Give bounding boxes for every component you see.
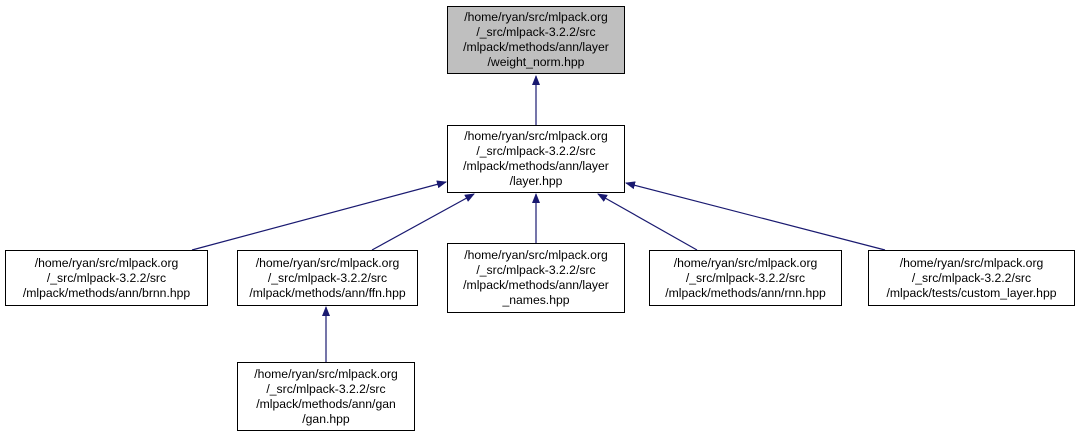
file-path-line: /home/ryan/src/mlpack.org bbox=[34, 255, 179, 270]
file-path-line: /home/ryan/src/mlpack.org bbox=[899, 255, 1044, 270]
file-path-line: /mlpack/methods/ann/ffn.hpp bbox=[249, 285, 406, 300]
file-node-rnn[interactable]: /home/ryan/src/mlpack.org/_src/mlpack-3.… bbox=[649, 250, 842, 306]
file-path-line: /weight_norm.hpp bbox=[487, 55, 585, 69]
file-path-line: _names.hpp bbox=[502, 293, 570, 307]
file-path-line: /_src/mlpack-3.2.2/src bbox=[476, 263, 596, 277]
file-path-line: /mlpack/methods/ann/layer bbox=[463, 159, 609, 173]
file-path-line: /home/ryan/src/mlpack.org bbox=[464, 10, 608, 24]
file-path-line: /home/ryan/src/mlpack.org bbox=[464, 129, 608, 143]
file-path-line: /_src/mlpack-3.2.2/src bbox=[476, 25, 596, 39]
include-edge-custom-layer-to-layer bbox=[625, 181, 886, 251]
file-path-line: /_src/mlpack-3.2.2/src bbox=[685, 270, 806, 285]
file-path-line: /_src/mlpack-3.2.2/src bbox=[911, 270, 1032, 285]
file-path-line: /_src/mlpack-3.2.2/src bbox=[46, 270, 167, 285]
file-node-ffn[interactable]: /home/ryan/src/mlpack.org/_src/mlpack-3.… bbox=[237, 250, 418, 306]
file-path-line: /mlpack/methods/ann/brnn.hpp bbox=[22, 285, 191, 300]
file-node-custom-layer[interactable]: /home/ryan/src/mlpack.org/_src/mlpack-3.… bbox=[868, 250, 1075, 306]
file-path-line: /_src/mlpack-3.2.2/src bbox=[476, 144, 596, 158]
file-node-gan[interactable]: /home/ryan/src/mlpack.org/_src/mlpack-3.… bbox=[237, 362, 415, 431]
file-node-layer-names[interactable]: /home/ryan/src/mlpack.org/_src/mlpack-3.… bbox=[447, 243, 625, 313]
include-edge-rnn-to-layer bbox=[597, 193, 698, 251]
file-path-line: /mlpack/methods/ann/layer bbox=[463, 40, 609, 54]
file-path-line: /home/ryan/src/mlpack.org bbox=[464, 248, 608, 262]
file-node-weight-norm[interactable]: /home/ryan/src/mlpack.org/_src/mlpack-3.… bbox=[447, 6, 625, 74]
file-node-brnn[interactable]: /home/ryan/src/mlpack.org/_src/mlpack-3.… bbox=[5, 250, 208, 306]
file-path-line: /home/ryan/src/mlpack.org bbox=[255, 255, 400, 270]
file-path-line: /mlpack/methods/ann/gan bbox=[256, 396, 396, 411]
file-path-line: /layer.hpp bbox=[509, 174, 563, 188]
include-edge-brnn-to-layer bbox=[191, 180, 447, 251]
file-path-line: /mlpack/methods/ann/rnn.hpp bbox=[665, 285, 826, 300]
file-path-line: /mlpack/methods/ann/layer bbox=[463, 278, 609, 292]
file-node-layer[interactable]: /home/ryan/src/mlpack.org/_src/mlpack-3.… bbox=[447, 125, 625, 193]
file-path-line: /_src/mlpack-3.2.2/src bbox=[267, 270, 388, 285]
file-path-line: /mlpack/tests/custom_layer.hpp bbox=[886, 285, 1057, 300]
file-path-line: /gan.hpp bbox=[302, 411, 350, 426]
file-path-line: /home/ryan/src/mlpack.org bbox=[673, 255, 818, 270]
file-path-line: /_src/mlpack-3.2.2/src bbox=[266, 381, 386, 396]
file-path-line: /home/ryan/src/mlpack.org bbox=[254, 366, 398, 381]
include-edge-ffn-to-layer bbox=[371, 193, 475, 251]
